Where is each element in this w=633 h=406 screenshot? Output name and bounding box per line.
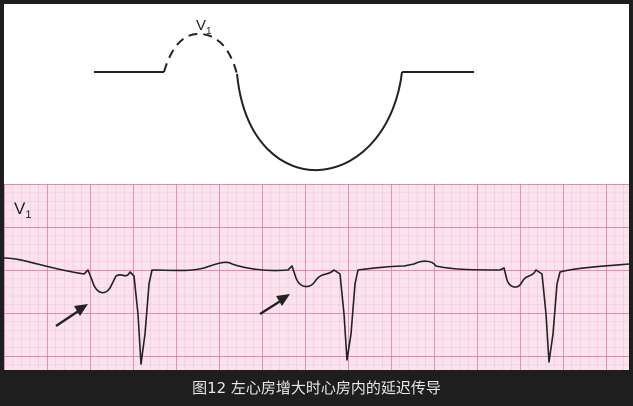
p-wave-schematic: V1 [94, 17, 474, 172]
schematic-lead-label: V1 [196, 17, 212, 37]
schematic-negative-wave [236, 71, 403, 172]
figure-caption: 图12 左心房增大时心房内的延迟传导 [192, 379, 441, 397]
figure-panel: V1 V1 [4, 4, 629, 370]
ecg-lead-label: V1 [14, 199, 31, 221]
ecg-trace [4, 257, 629, 365]
arrow-icon [55, 304, 88, 327]
arrow-icon [259, 294, 290, 316]
ecg-strip: V1 [4, 184, 629, 370]
schematic-dashed-hump [163, 32, 238, 75]
